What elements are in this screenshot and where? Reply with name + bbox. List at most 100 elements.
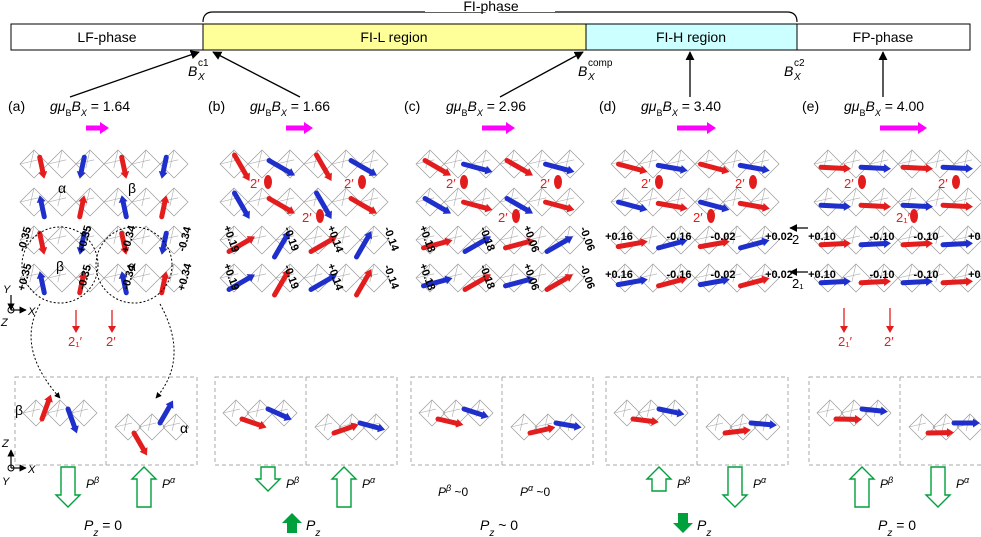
fp-phase-region [796,23,971,51]
blue-spin [65,406,78,431]
spin-head [651,416,659,426]
field-label-part: B [859,108,865,118]
octahedron [47,263,77,293]
alpha-circle [95,226,173,304]
blue-spin [38,198,47,220]
spin-head [883,201,891,211]
p-alpha-label: Pα [753,475,767,491]
octahedron-edge [925,159,945,165]
octahedron-edge [666,235,686,241]
red-spin [435,416,461,427]
blue-spin [421,277,450,289]
symmetry-label: 2₁′ [68,334,83,349]
octahedron [869,263,899,293]
red-spin [738,277,767,289]
octahedron-edge [813,273,833,279]
octahedron-edge [813,235,833,241]
spin-head [282,231,290,240]
octahedron [666,187,696,217]
octahedron-edge [275,159,295,165]
red-spin [504,158,531,176]
spin-head [640,276,648,286]
pz-subscript: z [705,528,711,537]
spin-head [524,168,533,176]
octahedron-edge [527,197,547,203]
octahedron [897,149,927,179]
red-spin [226,236,253,254]
spin-head [368,168,377,176]
octahedron-edge [750,159,770,165]
blue-spin [818,279,848,286]
spin-head [925,201,933,211]
octahedron [418,399,446,427]
moment-value: -0.16 [666,269,691,281]
octahedron [638,149,668,179]
panel-id: (d) [599,98,616,114]
octahedron-edge [676,187,682,207]
pointer-arrow-a [69,50,200,98]
octahedron [75,149,105,179]
octahedron-edge [869,235,889,241]
field-label-part: B [865,98,874,114]
octahedron-edge [313,263,319,283]
octahedron [925,263,955,293]
p-alpha-value: ~0 [533,485,550,499]
octahedron-edge [425,225,431,245]
red-spin [818,241,848,248]
symmetry-label: 2′ [844,176,854,191]
octahedron [527,187,557,217]
octahedron-edge [849,399,855,417]
octahedron [750,225,780,255]
octahedron-edge [331,159,351,165]
octahedron-edge [537,225,543,245]
blue-spin [553,420,579,430]
moment-value: -0.06 [577,263,597,291]
spin-head [242,172,250,181]
spin-head [139,447,148,456]
red-spin [900,164,930,171]
octahedron-edge [705,422,723,428]
svg-text:X: X [587,72,595,83]
blue-spin [543,161,572,173]
octahedron [869,187,899,217]
octahedron [415,263,445,293]
p-beta-label: Pβ [880,475,893,491]
spin-head [973,418,980,428]
octahedron [75,187,105,217]
octahedron-edge [537,263,543,283]
field-label-part: μ [648,98,657,114]
p-alpha-sup: α [528,483,534,493]
octahedron [219,225,249,255]
spin-head [377,423,386,433]
p-beta-arrow [254,466,282,492]
crystal-structure: -0.35+0.35+0.34-0.34+0.35-0.35-0.34+0.34… [16,149,195,399]
octahedron-edge [359,159,379,165]
octahedron [666,149,696,179]
octahedron [131,149,161,179]
octahedron-edge [425,149,431,169]
octahedron-edge [879,187,885,207]
octahedron-edge [869,159,889,165]
panel-id: (e) [802,98,819,114]
field-label-part: B [662,98,671,114]
pz-value: = 0 [892,517,916,533]
octahedron [103,149,133,179]
octahedron-edge [813,159,833,165]
octahedron-edge [55,399,61,417]
spin-head [442,168,451,176]
red-spin [314,152,332,179]
octahedron-edge [722,273,742,279]
moment-value: +0.10 [808,231,836,243]
field-label-part: B [467,98,476,114]
octahedron [131,225,161,255]
octahedron [270,399,298,427]
axis-label: Y [2,476,10,488]
octahedron-edge [229,263,235,283]
panel-b: (b)gμBBX = 1.66+0.19-0.19+0.14-0.14+0.19… [208,98,401,537]
octahedron-edge [147,413,153,431]
octahedron [638,225,668,255]
octahedron [443,149,473,179]
moment-value: -0.34 [176,225,194,253]
svg-text:B: B [578,63,587,79]
